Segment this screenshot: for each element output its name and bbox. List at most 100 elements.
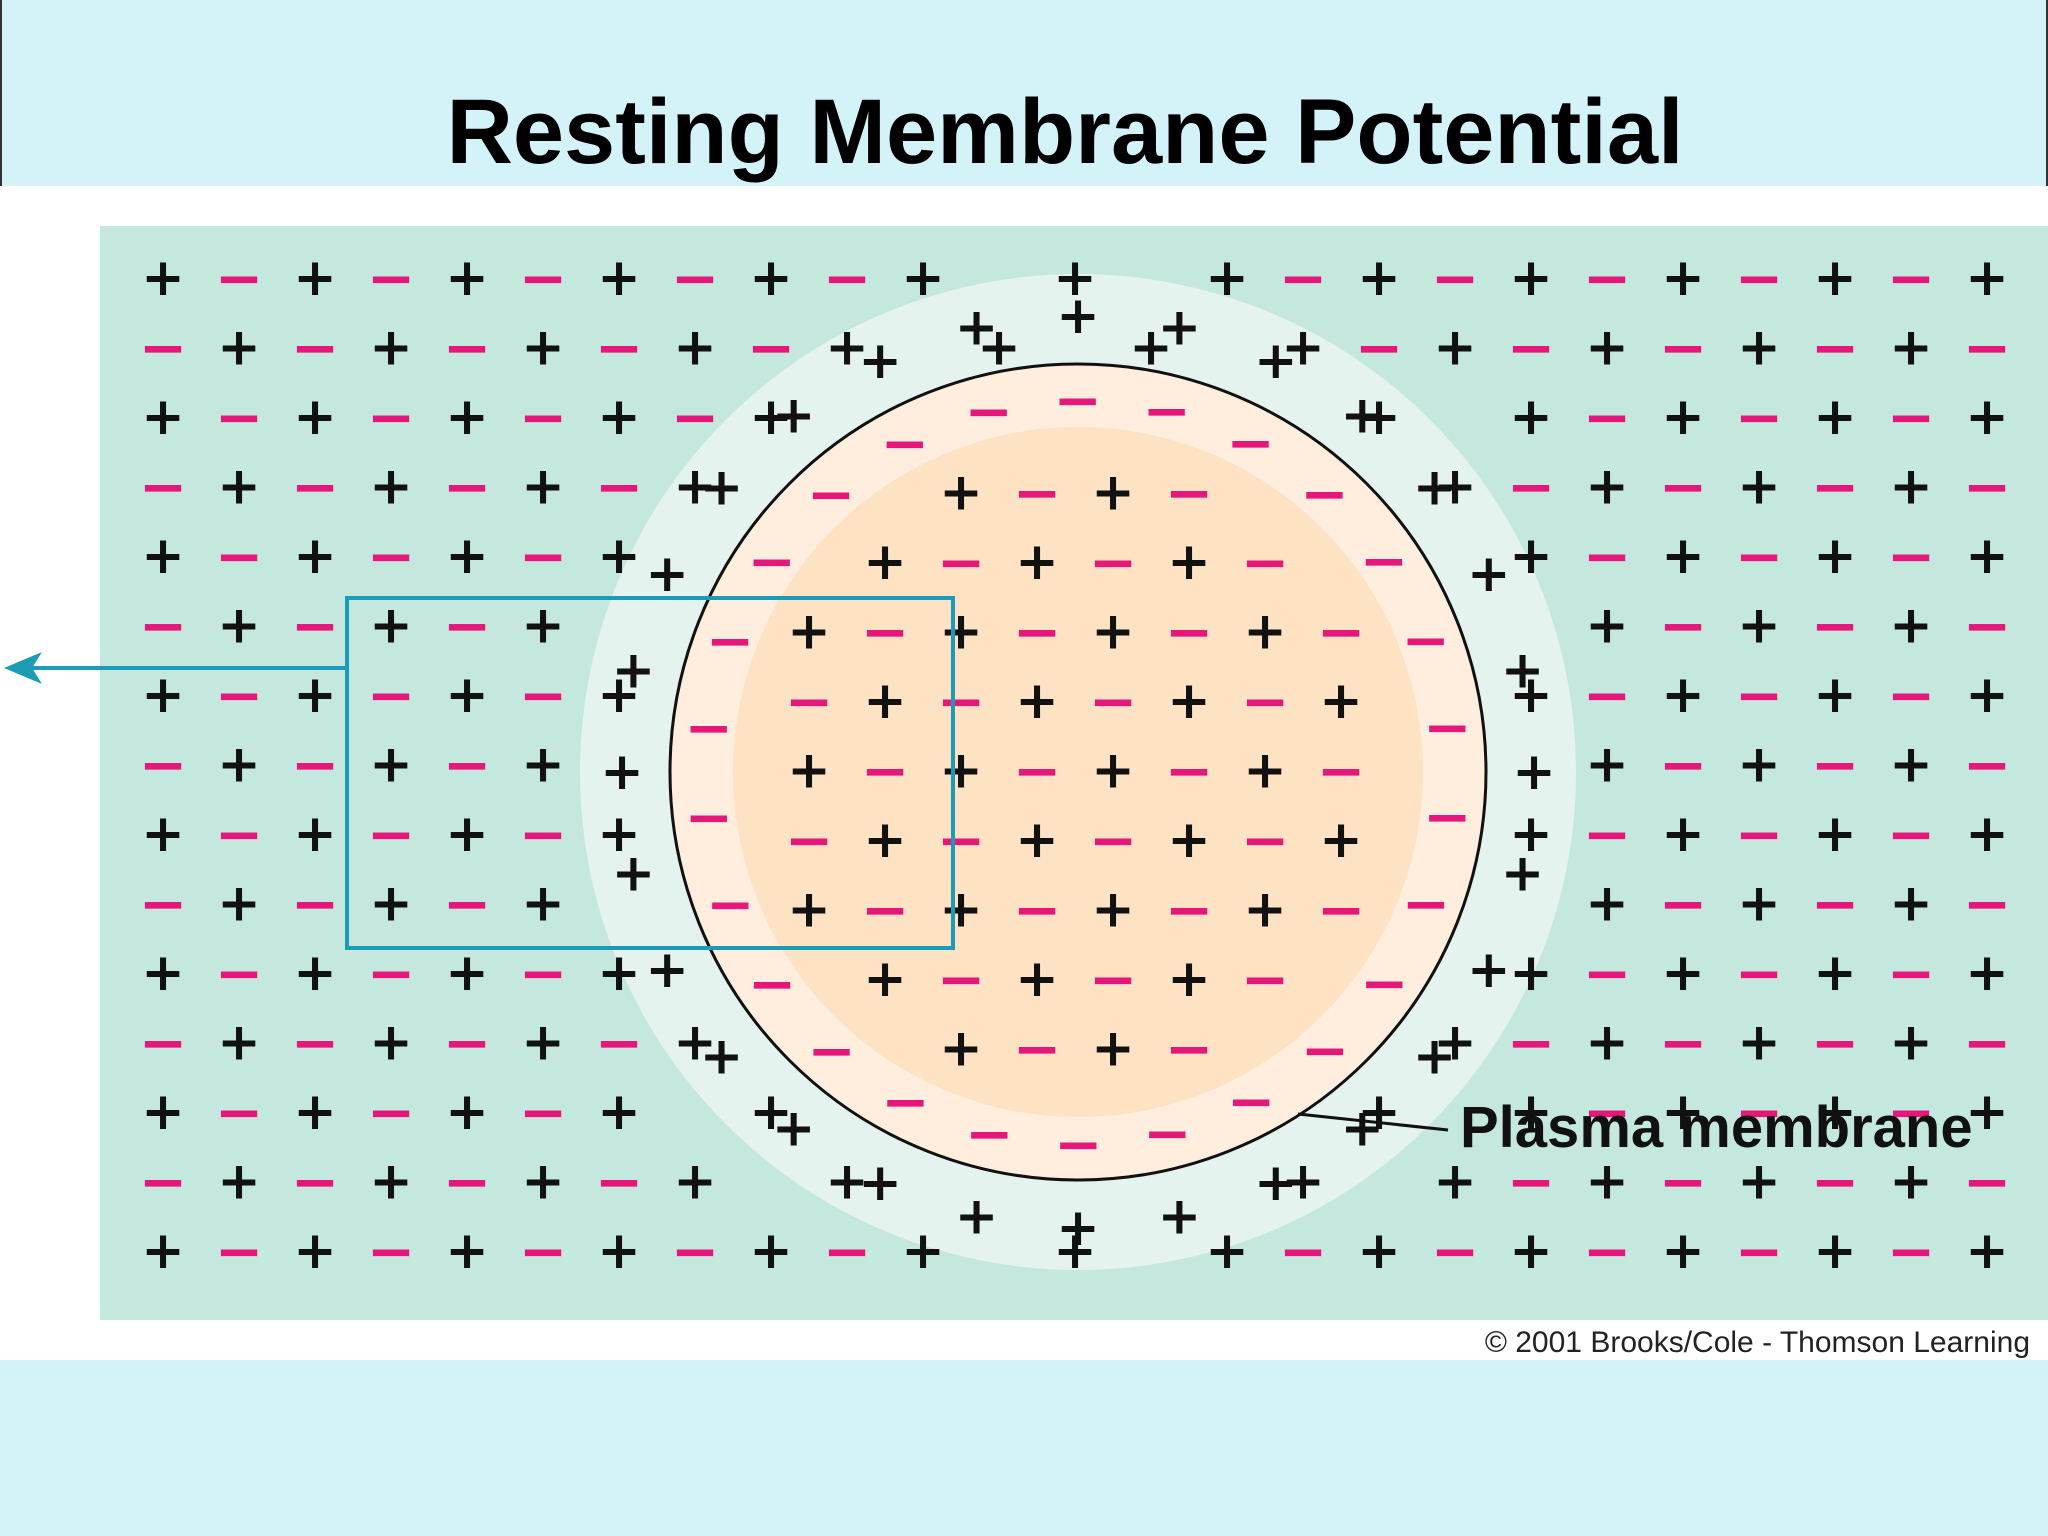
positive-charge: + — [1433, 457, 1477, 517]
positive-charge: + — [955, 297, 999, 357]
positive-charge: + — [1661, 387, 1705, 447]
positive-charge: + — [445, 248, 489, 308]
negative-charge: − — [1317, 737, 1366, 805]
negative-charge: − — [215, 383, 264, 451]
positive-charge: + — [1585, 1152, 1629, 1212]
positive-charge: + — [1661, 943, 1705, 1003]
negative-charge: − — [139, 314, 188, 382]
positive-charge: + — [1661, 248, 1705, 308]
negative-charge: − — [1165, 876, 1214, 944]
positive-charge: + — [1585, 457, 1629, 517]
negative-charge: − — [1507, 1148, 1556, 1216]
positive-charge: + — [1015, 810, 1059, 870]
positive-charge: + — [521, 874, 565, 934]
positive-charge: + — [597, 1082, 641, 1142]
negative-charge: − — [519, 522, 568, 590]
negative-charge: − — [519, 1078, 568, 1146]
negative-charge: − — [1811, 592, 1860, 660]
positive-charge: + — [1341, 1099, 1385, 1159]
negative-charge: − — [443, 1009, 492, 1077]
positive-charge: + — [1158, 297, 1202, 357]
positive-charge: + — [141, 387, 185, 447]
negative-charge: − — [1507, 314, 1556, 382]
negative-charge: − — [1241, 667, 1290, 735]
positive-charge: + — [217, 457, 261, 517]
positive-charge: + — [597, 387, 641, 447]
positive-charge: + — [1091, 1019, 1135, 1079]
negative-charge: − — [1811, 870, 1860, 938]
positive-charge: + — [1965, 665, 2009, 725]
positive-charge: + — [369, 1013, 413, 1073]
negative-charge: − — [595, 1148, 644, 1216]
positive-charge: + — [1737, 735, 1781, 795]
positive-charge: + — [858, 331, 902, 391]
positive-charge: + — [1243, 741, 1287, 801]
positive-charge: + — [521, 1013, 565, 1073]
negative-charge: − — [1226, 408, 1275, 476]
negative-charge: − — [1583, 383, 1632, 451]
negative-charge: − — [1887, 522, 1936, 590]
negative-charge: − — [1583, 939, 1632, 1007]
negative-charge: − — [1659, 592, 1708, 660]
positive-charge: + — [787, 880, 831, 940]
positive-charge: + — [749, 387, 793, 447]
negative-charge: − — [1089, 528, 1138, 596]
negative-charge: − — [1165, 1015, 1214, 1083]
negative-charge: − — [1317, 598, 1366, 666]
positive-charge: + — [1509, 526, 1553, 586]
positive-charge: + — [1243, 602, 1287, 662]
positive-charge: + — [597, 1221, 641, 1281]
negative-charge: − — [861, 598, 910, 666]
positive-charge: + — [1281, 1152, 1325, 1212]
negative-charge: − — [1143, 1099, 1192, 1167]
negative-charge: − — [1401, 606, 1450, 674]
positive-charge: + — [1053, 248, 1097, 308]
negative-charge: − — [1963, 731, 2012, 799]
negative-charge: − — [291, 1009, 340, 1077]
negative-charge: − — [443, 870, 492, 938]
positive-charge: + — [1737, 1013, 1781, 1073]
positive-charge: + — [521, 735, 565, 795]
positive-charge: + — [1889, 457, 1933, 517]
positive-charge: + — [955, 1187, 999, 1247]
negative-charge: − — [1360, 949, 1409, 1017]
negative-charge: − — [1963, 870, 2012, 938]
negative-charge: − — [684, 783, 733, 851]
negative-charge: − — [1227, 1067, 1276, 1135]
negative-charge: − — [1887, 661, 1936, 729]
positive-charge: + — [1813, 1221, 1857, 1281]
negative-charge: − — [215, 1078, 264, 1146]
negative-charge: − — [1735, 244, 1784, 312]
negative-charge: − — [1165, 737, 1214, 805]
negative-charge: − — [1423, 693, 1472, 761]
positive-charge: + — [445, 943, 489, 1003]
negative-charge: − — [1887, 800, 1936, 868]
positive-charge: + — [700, 1026, 744, 1086]
positive-charge: + — [772, 1099, 816, 1159]
positive-charge: + — [597, 943, 641, 1003]
positive-charge: + — [749, 248, 793, 308]
positive-charge: + — [293, 526, 337, 586]
positive-charge: + — [1965, 804, 2009, 864]
positive-charge: + — [217, 1152, 261, 1212]
negative-charge: − — [367, 939, 416, 1007]
negative-charge: − — [1583, 661, 1632, 729]
negative-charge: − — [1402, 870, 1451, 938]
negative-charge: − — [937, 806, 986, 874]
negative-charge: − — [519, 383, 568, 451]
positive-charge: + — [901, 248, 945, 308]
negative-charge: − — [367, 244, 416, 312]
negative-charge: − — [1735, 661, 1784, 729]
negative-charge: − — [1811, 1148, 1860, 1216]
negative-charge: − — [1659, 453, 1708, 521]
negative-charge: − — [367, 661, 416, 729]
positive-charge: + — [1167, 949, 1211, 1009]
positive-charge: + — [597, 248, 641, 308]
negative-charge: − — [443, 1148, 492, 1216]
negative-charge: − — [443, 731, 492, 799]
positive-charge: + — [600, 742, 644, 802]
positive-charge: + — [1509, 248, 1553, 308]
negative-charge: − — [1659, 1009, 1708, 1077]
positive-charge: + — [1015, 671, 1059, 731]
